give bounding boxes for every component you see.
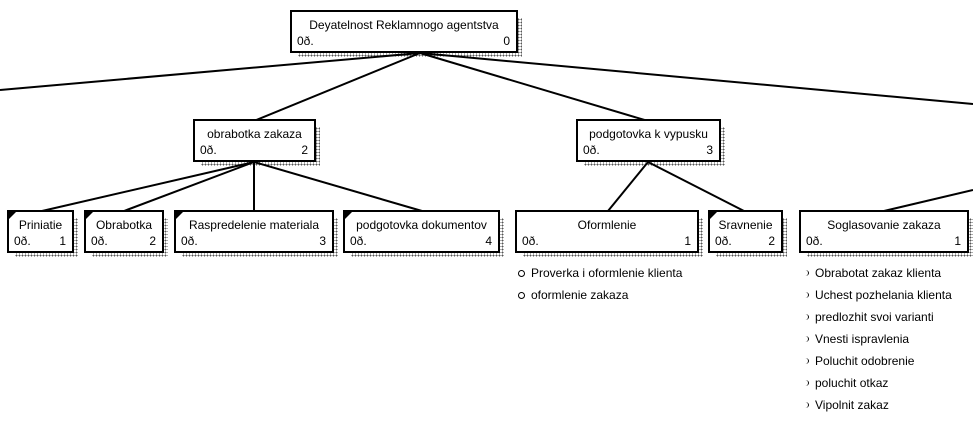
- node-owner: 0ð.: [14, 234, 31, 248]
- list-item[interactable]: Obrabotat zakaz klienta: [802, 262, 952, 284]
- node-number: 1: [59, 234, 66, 248]
- list-item[interactable]: predlozhit svoi varianti: [802, 306, 952, 328]
- node-number: 1: [954, 234, 961, 248]
- node-number: 3: [706, 143, 713, 157]
- leaf-corner-marker: [710, 212, 717, 219]
- arc-bullet-icon: [802, 314, 809, 320]
- node-title: Deyatelnost Reklamnogo agentstva: [309, 18, 499, 32]
- node-title: Oformlenie: [577, 218, 637, 232]
- node-raspredelenie-materiala[interactable]: Raspredelenie materiala 0ð. 3: [174, 210, 338, 257]
- link-obrabotka-priniatie: [41, 161, 255, 212]
- oformlenie-task-list: Proverka i oformlenie klienta oformlenie…: [518, 262, 682, 306]
- link-soglasovanie-offscreen: [883, 189, 973, 212]
- node-owner: 0ð.: [583, 143, 600, 157]
- node-title: Soglasovanie zakaza: [827, 218, 941, 232]
- link-podgotovka-sravnenie: [647, 161, 745, 212]
- list-item[interactable]: Vipolnit zakaz: [802, 394, 952, 416]
- node-soglasovanie-zakaza[interactable]: Soglasovanie zakaza 0ð. 1: [799, 210, 973, 257]
- node-number: 2: [768, 234, 775, 248]
- soglasovanie-task-list: Obrabotat zakaz klienta Uchest pozhelani…: [802, 262, 952, 416]
- node-obrabotka-zakaza[interactable]: obrabotka zakaza 0ð. 2: [193, 119, 320, 166]
- node-owner: 0ð.: [715, 234, 732, 248]
- list-item[interactable]: Uchest pozhelania klienta: [802, 284, 952, 306]
- node-title: Priniatie: [18, 218, 63, 232]
- node-number: 0: [503, 34, 510, 48]
- node-title: obrabotka zakaza: [207, 127, 302, 141]
- node-number: 2: [149, 234, 156, 248]
- node-title: podgotovka dokumentov: [356, 218, 487, 232]
- node-owner: 0ð.: [91, 234, 108, 248]
- node-obrabotka[interactable]: Obrabotka 0ð. 2: [84, 210, 168, 257]
- node-owner: 0ð.: [181, 234, 198, 248]
- arc-bullet-icon: [802, 380, 809, 386]
- node-number: 1: [684, 234, 691, 248]
- node-root[interactable]: Deyatelnost Reklamnogo agentstva 0ð. 0: [290, 10, 522, 57]
- link-root-left-offscreen: [0, 52, 421, 91]
- leaf-corner-marker: [345, 212, 352, 219]
- leaf-corner-marker: [9, 212, 16, 219]
- circle-bullet-icon: [518, 291, 525, 299]
- arc-bullet-icon: [802, 402, 809, 408]
- list-item[interactable]: poluchit otkaz: [802, 372, 952, 394]
- node-title: Obrabotka: [95, 218, 153, 232]
- node-number: 3: [319, 234, 326, 248]
- node-owner: 0ð.: [806, 234, 823, 248]
- arc-bullet-icon: [802, 336, 809, 342]
- leaf-corner-marker: [176, 212, 183, 219]
- node-title: Raspredelenie materiala: [188, 218, 320, 232]
- node-owner: 0ð.: [200, 143, 217, 157]
- arc-bullet-icon: [802, 358, 809, 364]
- node-number: 4: [485, 234, 492, 248]
- link-podgotovka-oformlenie: [607, 161, 649, 212]
- node-podgotovka-k-vypusku[interactable]: podgotovka k vypusku 0ð. 3: [576, 119, 725, 166]
- node-podgotovka-dokumentov[interactable]: podgotovka dokumentov 0ð. 4: [343, 210, 504, 257]
- link-obrabotka-obrabotka: [123, 161, 255, 212]
- node-owner: 0ð.: [522, 234, 539, 248]
- list-item[interactable]: Poluchit odobrenie: [802, 350, 952, 372]
- link-obrabotka-dokumentov: [253, 161, 423, 212]
- circle-bullet-icon: [518, 269, 525, 277]
- node-priniatie[interactable]: Priniatie 0ð. 1: [7, 210, 78, 257]
- arc-bullet-icon: [802, 292, 809, 298]
- arc-bullet-icon: [802, 270, 809, 276]
- link-root-right-offscreen: [419, 52, 973, 105]
- list-item[interactable]: Proverka i oformlenie klienta: [518, 262, 682, 284]
- leaf-corner-marker: [86, 212, 93, 219]
- node-title: podgotovka k vypusku: [589, 127, 708, 141]
- node-owner: 0ð.: [297, 34, 314, 48]
- node-owner: 0ð.: [350, 234, 367, 248]
- link-root-podgotovka: [419, 52, 649, 122]
- node-title: Sravnenie: [718, 218, 773, 232]
- node-number: 2: [301, 143, 308, 157]
- list-item[interactable]: oformlenie zakaza: [518, 284, 682, 306]
- node-oformlenie[interactable]: Oformlenie 0ð. 1: [515, 210, 703, 257]
- link-root-obrabotka: [253, 52, 421, 122]
- node-sravnenie[interactable]: Sravnenie 0ð. 2: [708, 210, 787, 257]
- list-item[interactable]: Vnesti ispravlenia: [802, 328, 952, 350]
